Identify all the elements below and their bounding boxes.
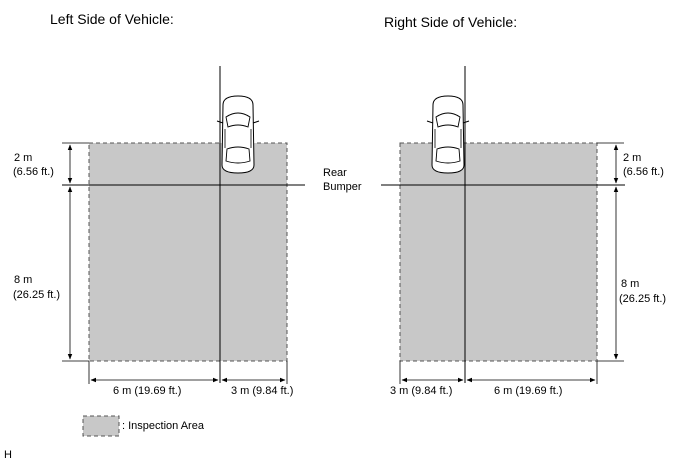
left-dim-6m: 6 m (19.69 ft.) xyxy=(113,385,181,397)
right-dim-2m-ft: (6.56 ft.) xyxy=(623,166,664,178)
left-dim-8m-ft: (26.25 ft.) xyxy=(13,289,60,301)
left-dim-2m-ft: (6.56 ft.) xyxy=(13,166,54,178)
right-dim-6m: 6 m (19.69 ft.) xyxy=(494,385,562,397)
right-dim-2m: 2 m xyxy=(623,152,641,164)
right-dim-8m: 8 m xyxy=(621,278,639,290)
left-vehicle-icon xyxy=(216,95,260,174)
left-dim-8m: 8 m xyxy=(14,274,32,286)
figure-corner-label: H xyxy=(4,449,12,461)
right-dim-3m: 3 m (9.84 ft.) xyxy=(390,385,452,397)
left-dim-3m: 3 m (9.84 ft.) xyxy=(231,385,293,397)
rear-bumper-label-line2: Bumper xyxy=(323,181,362,193)
left-dim-2m: 2 m xyxy=(14,152,32,164)
right-vehicle-icon xyxy=(426,95,470,174)
right-inspection-area xyxy=(399,142,598,362)
right-dim-8m-ft: (26.25 ft.) xyxy=(619,293,666,305)
legend-label: : Inspection Area xyxy=(122,420,205,432)
left-side-title: Left Side of Vehicle: xyxy=(50,11,174,27)
legend-swatch xyxy=(82,415,120,437)
rear-bumper-label-line1: Rear xyxy=(323,167,347,179)
left-inspection-area xyxy=(88,142,288,362)
right-side-title: Right Side of Vehicle: xyxy=(384,14,517,30)
